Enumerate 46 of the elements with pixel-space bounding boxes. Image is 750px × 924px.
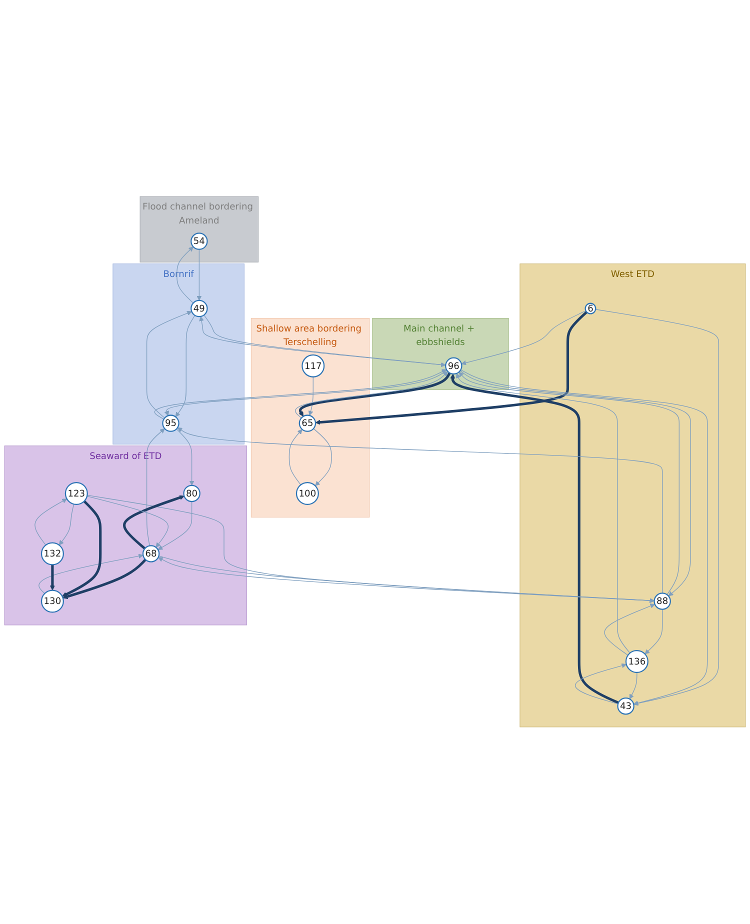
node-circle: 95 [162,414,180,432]
arrow [146,311,192,419]
node-circle: 6 [584,303,596,315]
arrow [456,373,630,654]
node-circle: 43 [617,698,634,715]
arrow [86,496,169,548]
node-circle: 49 [190,300,208,318]
arrow [176,246,194,304]
node-circle: 88 [654,592,671,610]
node-circle: 80 [183,485,200,502]
node-circle: 117 [302,354,325,378]
node-circle: 100 [296,482,319,506]
node-circle: 130 [40,590,64,613]
arrow [450,374,619,704]
arrow [315,311,588,426]
node-circle: 65 [298,414,316,432]
arrow [158,501,192,550]
arrow [288,429,302,486]
arrow [62,500,102,597]
arrow [629,672,638,700]
arrow [196,249,202,301]
arrow [308,376,314,416]
arrow [177,428,663,594]
arrow [62,558,146,600]
arrow [123,495,184,550]
arrow [460,370,708,706]
node-circle: 96 [445,358,462,375]
node-circle: 132 [40,542,64,566]
node-circle: 68 [142,545,160,563]
arrow [50,564,55,591]
node-circle: 123 [64,482,88,506]
arrow [146,428,165,546]
arrow [176,428,194,486]
arrow [38,554,144,594]
arrow [461,310,586,366]
arrow [644,609,663,654]
arrow [604,604,656,656]
node-circle: 136 [625,650,648,674]
arrow [313,428,332,486]
arrow [595,309,720,706]
arrow [86,495,655,604]
arrow [34,498,68,546]
arrow [574,664,627,704]
arrow [58,504,74,546]
arrow [175,315,196,418]
node-circle: 54 [190,232,208,250]
